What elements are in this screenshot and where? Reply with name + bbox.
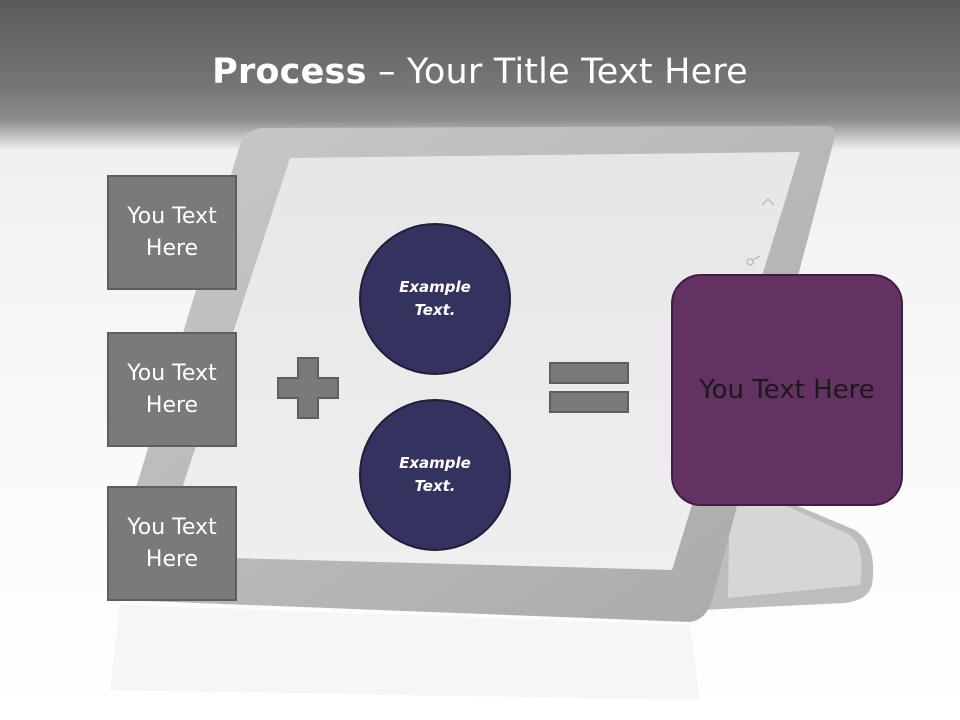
example-circle-2[interactable]: Example Text.: [359, 399, 511, 551]
circle-label: Example Text.: [399, 278, 471, 319]
input-box-label: You Text Here: [127, 203, 217, 261]
plus-icon: [277, 357, 339, 419]
example-circle-1[interactable]: Example Text.: [359, 223, 511, 375]
title-rest: – Your Title Text Here: [366, 52, 748, 92]
title-banner: [0, 0, 960, 150]
input-box-3[interactable]: You Text Here: [107, 486, 237, 601]
input-box-label: You Text Here: [127, 514, 217, 572]
result-label: You Text Here: [699, 375, 875, 405]
title-bold: Process: [212, 52, 367, 92]
input-box-1[interactable]: You Text Here: [107, 175, 237, 290]
result-box[interactable]: You Text Here: [671, 274, 903, 506]
input-box-label: You Text Here: [127, 360, 217, 418]
circle-label: Example Text.: [399, 454, 471, 495]
input-box-2[interactable]: You Text Here: [107, 332, 237, 447]
equals-icon: [549, 362, 629, 413]
page-title: Process – Your Title Text Here: [0, 52, 960, 92]
